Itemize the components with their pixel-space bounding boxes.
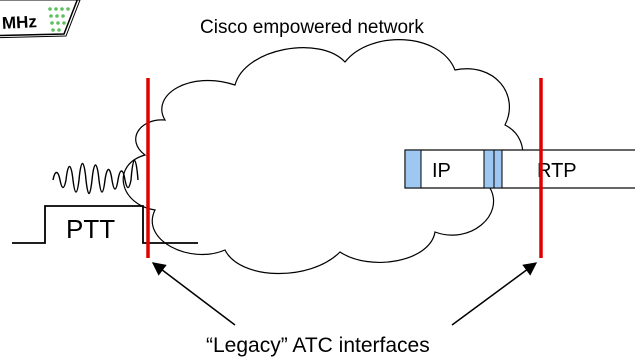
badge-mhz-text: MHz xyxy=(1,12,37,33)
radio-frequency-icon: MHz xyxy=(0,0,81,39)
rf-waveform-icon xyxy=(52,159,139,195)
badge-dots xyxy=(48,7,70,32)
arrow-right xyxy=(451,262,538,326)
network-cloud-icon xyxy=(122,39,524,275)
rtp-header-block-2 xyxy=(493,149,503,189)
ptt-signal: PTT xyxy=(12,205,198,244)
ptt-pulse-line xyxy=(12,205,198,244)
voip-packet: IP RTP xyxy=(404,149,635,189)
rtp-header-block-1 xyxy=(483,149,495,189)
rtp-label: RTP xyxy=(537,160,577,182)
ip-header-block xyxy=(404,149,422,189)
network-title: Cisco empowered network xyxy=(200,17,424,38)
ip-label: IP xyxy=(432,160,451,182)
packet-body xyxy=(404,149,635,189)
legacy-interfaces-caption: “Legacy” ATC interfaces xyxy=(206,334,430,357)
arrow-left xyxy=(151,262,236,326)
ptt-label: PTT xyxy=(66,214,115,244)
